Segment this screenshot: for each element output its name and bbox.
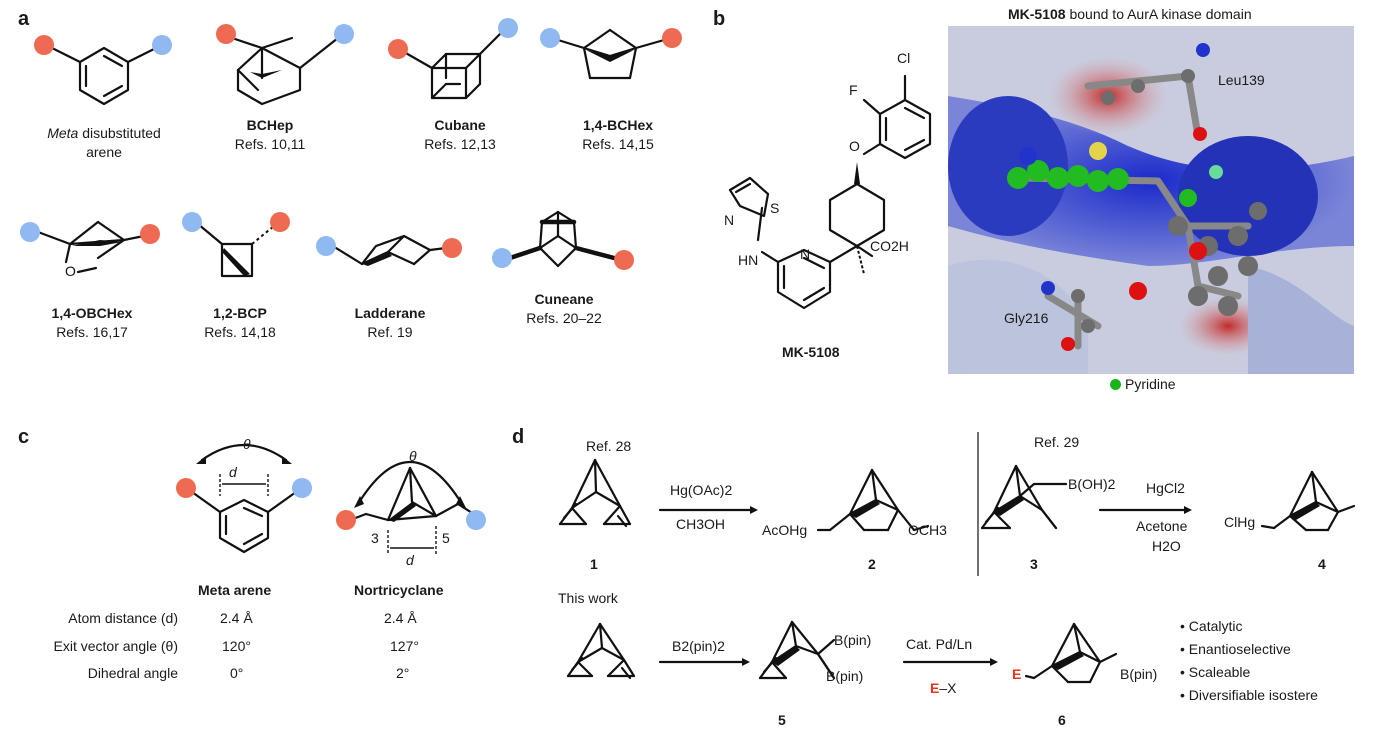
compound-number-5: 5 (778, 712, 786, 728)
oxygen-label: O (65, 263, 76, 279)
row-value-dihedral-meta: 0° (230, 665, 244, 681)
meta-arene-structure (34, 35, 172, 106)
reagent-h2o: H2O (1152, 538, 1181, 554)
leu139-label: Leu139 (1218, 72, 1265, 88)
panel-label-d: d (512, 426, 525, 448)
ref29-label: Ref. 29 (1034, 434, 1080, 450)
bpin-product-label: B(pin) (1120, 666, 1158, 682)
atom-n-pyridine: N (800, 246, 811, 262)
reagent-pd-catalyst: Cat. Pd/Ln (906, 636, 973, 652)
d-label-nortricyclane: d (406, 552, 414, 568)
panel-c-structures (176, 443, 486, 554)
bcp-structure (182, 212, 290, 278)
d-label-meta: d (229, 464, 237, 480)
atom-n-thiazole: N (724, 212, 735, 228)
panel-d-structures (558, 432, 1356, 684)
reagent-acetone: Acetone (1136, 518, 1188, 534)
reagent-hgoac2: Hg(OAc)2 (670, 482, 733, 498)
atom-hn: HN (738, 252, 759, 268)
clhg-label: ClHg (1224, 514, 1256, 530)
ladderane-structure (316, 234, 462, 266)
reagent-ch3oh: CH3OH (676, 516, 726, 532)
e-substituent-label: E (1012, 666, 1022, 682)
atom-co2h: CO2H (870, 238, 909, 254)
panel-a-structures: O (20, 18, 682, 279)
feature-catalytic: • Catalytic (1180, 618, 1243, 634)
row-value-dihedral-nortricyclane: 2° (396, 665, 410, 681)
theta-label-nortricyclane: θ (409, 448, 417, 464)
compound-number-2: 2 (868, 556, 876, 572)
row-label-dihedral: Dihedral angle (87, 665, 178, 681)
mk5108-structure (728, 74, 932, 310)
panel-label-b: b (713, 8, 726, 30)
bchex-structure (540, 28, 682, 80)
gly216-label: Gly216 (1004, 310, 1049, 326)
obchex-structure (20, 220, 160, 274)
atom-cl: Cl (897, 50, 911, 66)
feature-scaleable: • Scaleable (1180, 664, 1251, 680)
cuneane-structure (492, 210, 634, 270)
position-5: 5 (442, 530, 450, 546)
compound-number-1: 1 (590, 556, 598, 572)
reagent-hgcl2: HgCl2 (1146, 480, 1185, 496)
panel-label-c: c (18, 426, 30, 448)
row-value-distance-meta: 2.4 Å (220, 610, 253, 626)
position-3: 3 (371, 530, 379, 546)
acohg-label: AcOHg (762, 522, 808, 538)
pyridine-legend-dot (1110, 379, 1121, 390)
this-work-label: This work (558, 590, 618, 606)
col-header-nortricyclane: Nortricyclane (354, 582, 444, 598)
pyridine-legend: Pyridine (1110, 376, 1176, 392)
bpin-bottom-label: B(pin) (826, 668, 864, 684)
compound-number-6: 6 (1058, 712, 1066, 728)
bpin-top-label: B(pin) (834, 632, 872, 648)
theta-label-meta: θ (243, 436, 251, 452)
boh2-label: B(OH)2 (1068, 476, 1116, 492)
och3-label: OCH3 (908, 522, 947, 538)
atom-o: O (849, 138, 860, 154)
compound-number-3: 3 (1030, 556, 1038, 572)
mk5108-compound-label: MK-5108 (782, 344, 840, 360)
col-header-meta: Meta arene (198, 582, 272, 598)
atom-f: F (849, 82, 858, 98)
reagent-b2pin2: B2(pin)2 (672, 638, 725, 654)
row-label-distance: Atom distance (d) (68, 610, 178, 626)
reagent-electrophile: E–X (930, 680, 957, 696)
bchep-structure (216, 24, 354, 106)
row-value-distance-nortricyclane: 2.4 Å (384, 610, 417, 626)
row-label-angle: Exit vector angle (θ) (53, 638, 179, 654)
feature-enantioselective: • Enantioselective (1180, 641, 1291, 657)
cubane-structure (388, 18, 518, 100)
protein-surface-image (948, 26, 1354, 374)
compound-number-4: 4 (1318, 556, 1326, 572)
row-value-angle-nortricyclane: 127° (390, 638, 419, 654)
atom-s: S (770, 200, 780, 216)
ref28-label: Ref. 28 (586, 438, 632, 454)
feature-diversifiable: • Diversifiable isostere (1180, 687, 1318, 703)
panel-label-a: a (18, 8, 30, 30)
row-value-angle-meta: 120° (222, 638, 251, 654)
binding-title: MK-5108 bound to AurA kinase domain (1008, 6, 1252, 22)
